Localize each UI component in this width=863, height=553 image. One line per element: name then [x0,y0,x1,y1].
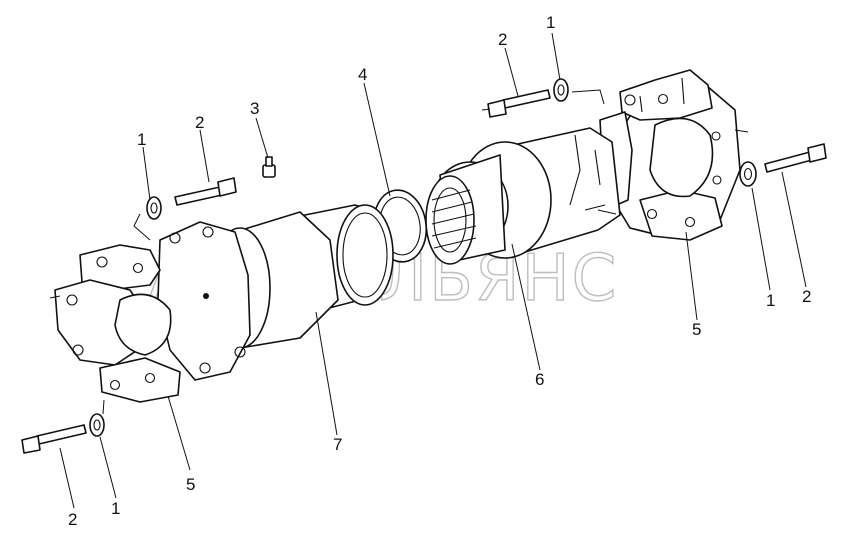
callout-2-left: 2 [195,113,204,132]
washer-top-right [553,78,569,102]
bolt-top-right [481,89,551,118]
left-universal-joint [49,244,181,403]
callout-1-left: 1 [137,130,146,149]
grease-fitting [262,156,276,178]
callout-2-bottom: 2 [68,510,77,529]
right-flange-yoke [599,69,749,241]
callout-3: 3 [250,99,259,118]
callout-5-right: 5 [692,320,701,339]
callout-7: 7 [333,435,342,454]
callout-4: 4 [358,65,367,84]
callout-5-bottom: 5 [186,475,195,494]
washer-left-top [146,196,162,220]
callout-labels: 2 1 1 2 5 6 4 7 3 2 1 5 1 2 [68,13,811,529]
washer-right [739,161,757,187]
callout-2-top-right: 2 [498,30,507,49]
bolt-right [764,143,827,173]
bolt-bottom-left [21,424,87,454]
callout-1-bottom: 1 [111,499,120,518]
callout-1-right: 1 [766,291,775,310]
washer-bottom-left [89,413,105,437]
callout-2-right: 2 [802,287,811,306]
left-flange-yoke [157,221,251,381]
callout-1-top-right: 1 [546,13,555,32]
bolt-left-top [174,177,237,206]
leader-lines [59,32,807,509]
callout-6: 6 [535,370,544,389]
spline-sleeve-yoke [425,127,621,265]
